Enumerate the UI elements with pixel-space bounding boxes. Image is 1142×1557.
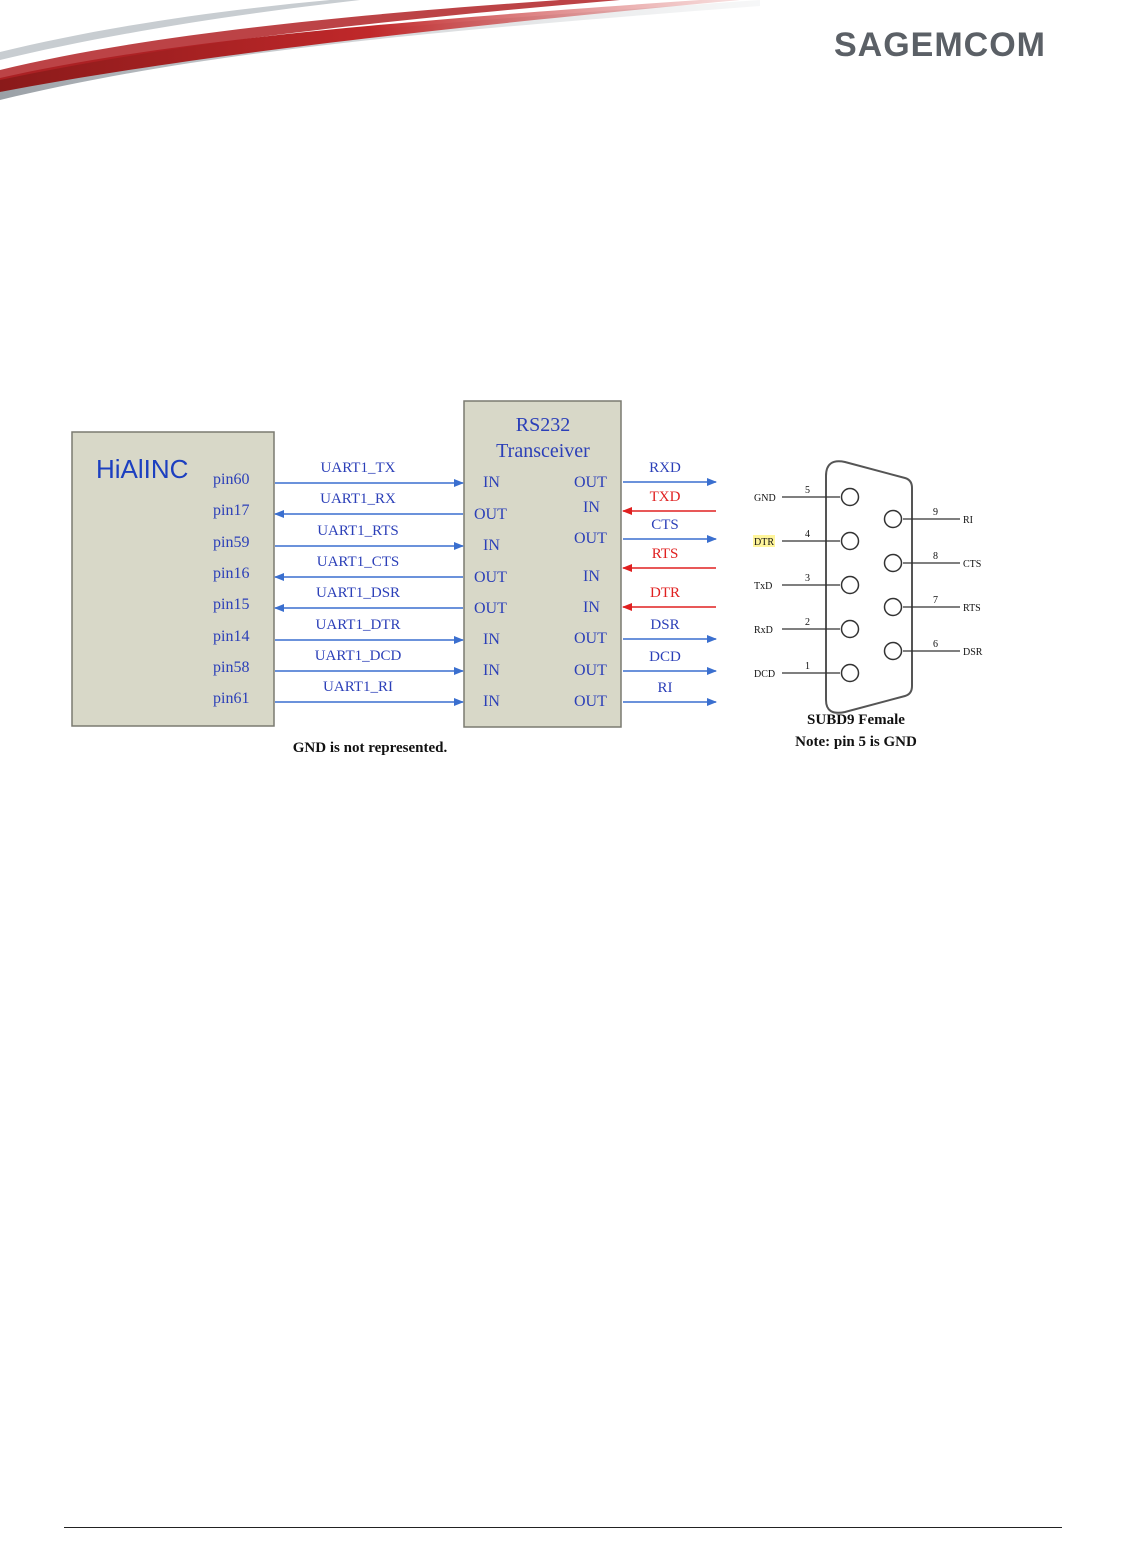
module-pin-label: pin17 <box>213 502 249 519</box>
connector-left-number: 1 <box>805 661 810 672</box>
sagemcom-logo: SAGEMCOM <box>834 26 1046 64</box>
rs232-label: DCD <box>649 649 681 665</box>
connector-left-label: DCD <box>754 669 775 680</box>
transceiver-right-port: OUT <box>574 474 607 491</box>
transceiver-right-port: IN <box>583 568 600 585</box>
connector-caption-2: Note: pin 5 is GND <box>795 734 917 750</box>
transceiver-left-port: OUT <box>474 600 507 617</box>
module-pin-label: pin61 <box>213 690 249 707</box>
transceiver-ports: IN OUT IN OUT OUT IN IN IN OUT IN OUT IN IN OUT OUT OUT <box>474 474 607 710</box>
signal-label: UART1_RTS <box>317 523 399 539</box>
connector-left-label: GND <box>754 493 776 504</box>
header-swoosh <box>0 0 760 100</box>
signal-label: UART1_RI <box>323 679 393 695</box>
signal-label: UART1_DSR <box>316 585 400 601</box>
connector-left-label: DTR <box>754 537 774 548</box>
module-pin-label: pin16 <box>213 565 249 582</box>
connector-pin <box>883 553 903 573</box>
connector-pin <box>883 641 903 661</box>
uart-rs232-diagram: HiAlINC pin60pin17pin59pin16pin15pin14pi… <box>71 400 983 756</box>
transceiver-title-2: Transceiver <box>496 440 590 462</box>
connector-caption-1: SUBD9 Female <box>807 712 905 728</box>
module-pin-label: pin14 <box>213 628 249 645</box>
signal-label: UART1_DCD <box>315 648 402 664</box>
module-pin-label: pin60 <box>213 471 249 488</box>
rs232-label: CTS <box>651 517 679 533</box>
connector-pin <box>840 575 860 595</box>
connector-right-number: 9 <box>933 507 938 518</box>
connector-right-number: 6 <box>933 639 938 650</box>
transceiver-right-port: OUT <box>574 630 607 647</box>
connector-left-number: 3 <box>805 573 810 584</box>
footer-rule <box>64 1527 1062 1528</box>
module-box <box>71 431 275 727</box>
transceiver-right-port: IN <box>583 599 600 616</box>
connector-right-label: DSR <box>963 647 983 658</box>
transceiver-left-port: IN <box>483 537 500 554</box>
connector-right-label: CTS <box>963 559 981 570</box>
module-name: HiAlINC <box>96 454 188 484</box>
connector-left-number: 2 <box>805 617 810 628</box>
connector-left-number: 4 <box>805 529 810 540</box>
connector-right-number: 8 <box>933 551 938 562</box>
signal-label: UART1_CTS <box>317 554 399 570</box>
rs232-label: RI <box>658 680 673 696</box>
transceiver-left-port: OUT <box>474 569 507 586</box>
transceiver-left-port: IN <box>483 693 500 710</box>
connector-right-label: RTS <box>963 603 981 614</box>
transceiver-left-port: IN <box>483 474 500 491</box>
signal-label: UART1_RX <box>320 491 396 507</box>
connector-pin <box>883 509 903 529</box>
connector-right-number: 7 <box>933 595 938 606</box>
rs232-label: DSR <box>650 617 679 633</box>
connector-right-label: RI <box>963 515 973 526</box>
transceiver-box <box>463 400 622 728</box>
connector-left-number: 5 <box>805 485 810 496</box>
module-pin-label: pin15 <box>213 596 249 613</box>
transceiver-right-port: OUT <box>574 662 607 679</box>
connector-pin <box>840 531 860 551</box>
transceiver-left-port: OUT <box>474 506 507 523</box>
signal-label: UART1_TX <box>321 460 396 476</box>
connector-left-label: TxD <box>754 581 772 592</box>
rs232-lines: RXD TXD CTS RTS DTR DSR DCD RI <box>622 460 717 706</box>
connector-pin <box>840 663 860 683</box>
rs232-label: DTR <box>650 585 680 601</box>
module-pin-label: pin59 <box>213 534 249 551</box>
connector-pin <box>883 597 903 617</box>
connector-pin <box>840 487 860 507</box>
transceiver-left-port: IN <box>483 662 500 679</box>
module-pins: pin60 pin17 pin59 pin16 pin15 pin14 pin58 pin61 <box>213 471 249 707</box>
transceiver-left-port: IN <box>483 631 500 648</box>
transceiver-right-port: OUT <box>574 530 607 547</box>
module-pin-label: pin58 <box>213 659 249 676</box>
transceiver-title-1: RS232 <box>516 414 570 436</box>
uart-signals: UART1_TX UART1_RX UART1_RTS UART1_CTS UART1_… <box>274 460 464 706</box>
rs232-label: TXD <box>650 489 681 505</box>
signal-label: UART1_DTR <box>316 617 401 633</box>
rs232-label: RXD <box>649 460 681 476</box>
connector-pin <box>840 619 860 639</box>
highlight <box>753 535 775 547</box>
subd9-outline <box>825 460 913 714</box>
transceiver-right-port: IN <box>583 499 600 516</box>
rs232-label: RTS <box>652 546 679 562</box>
transceiver-right-port: OUT <box>574 693 607 710</box>
gnd-note: GND is not represented. <box>293 740 448 756</box>
connector-left-label: RxD <box>754 625 773 636</box>
